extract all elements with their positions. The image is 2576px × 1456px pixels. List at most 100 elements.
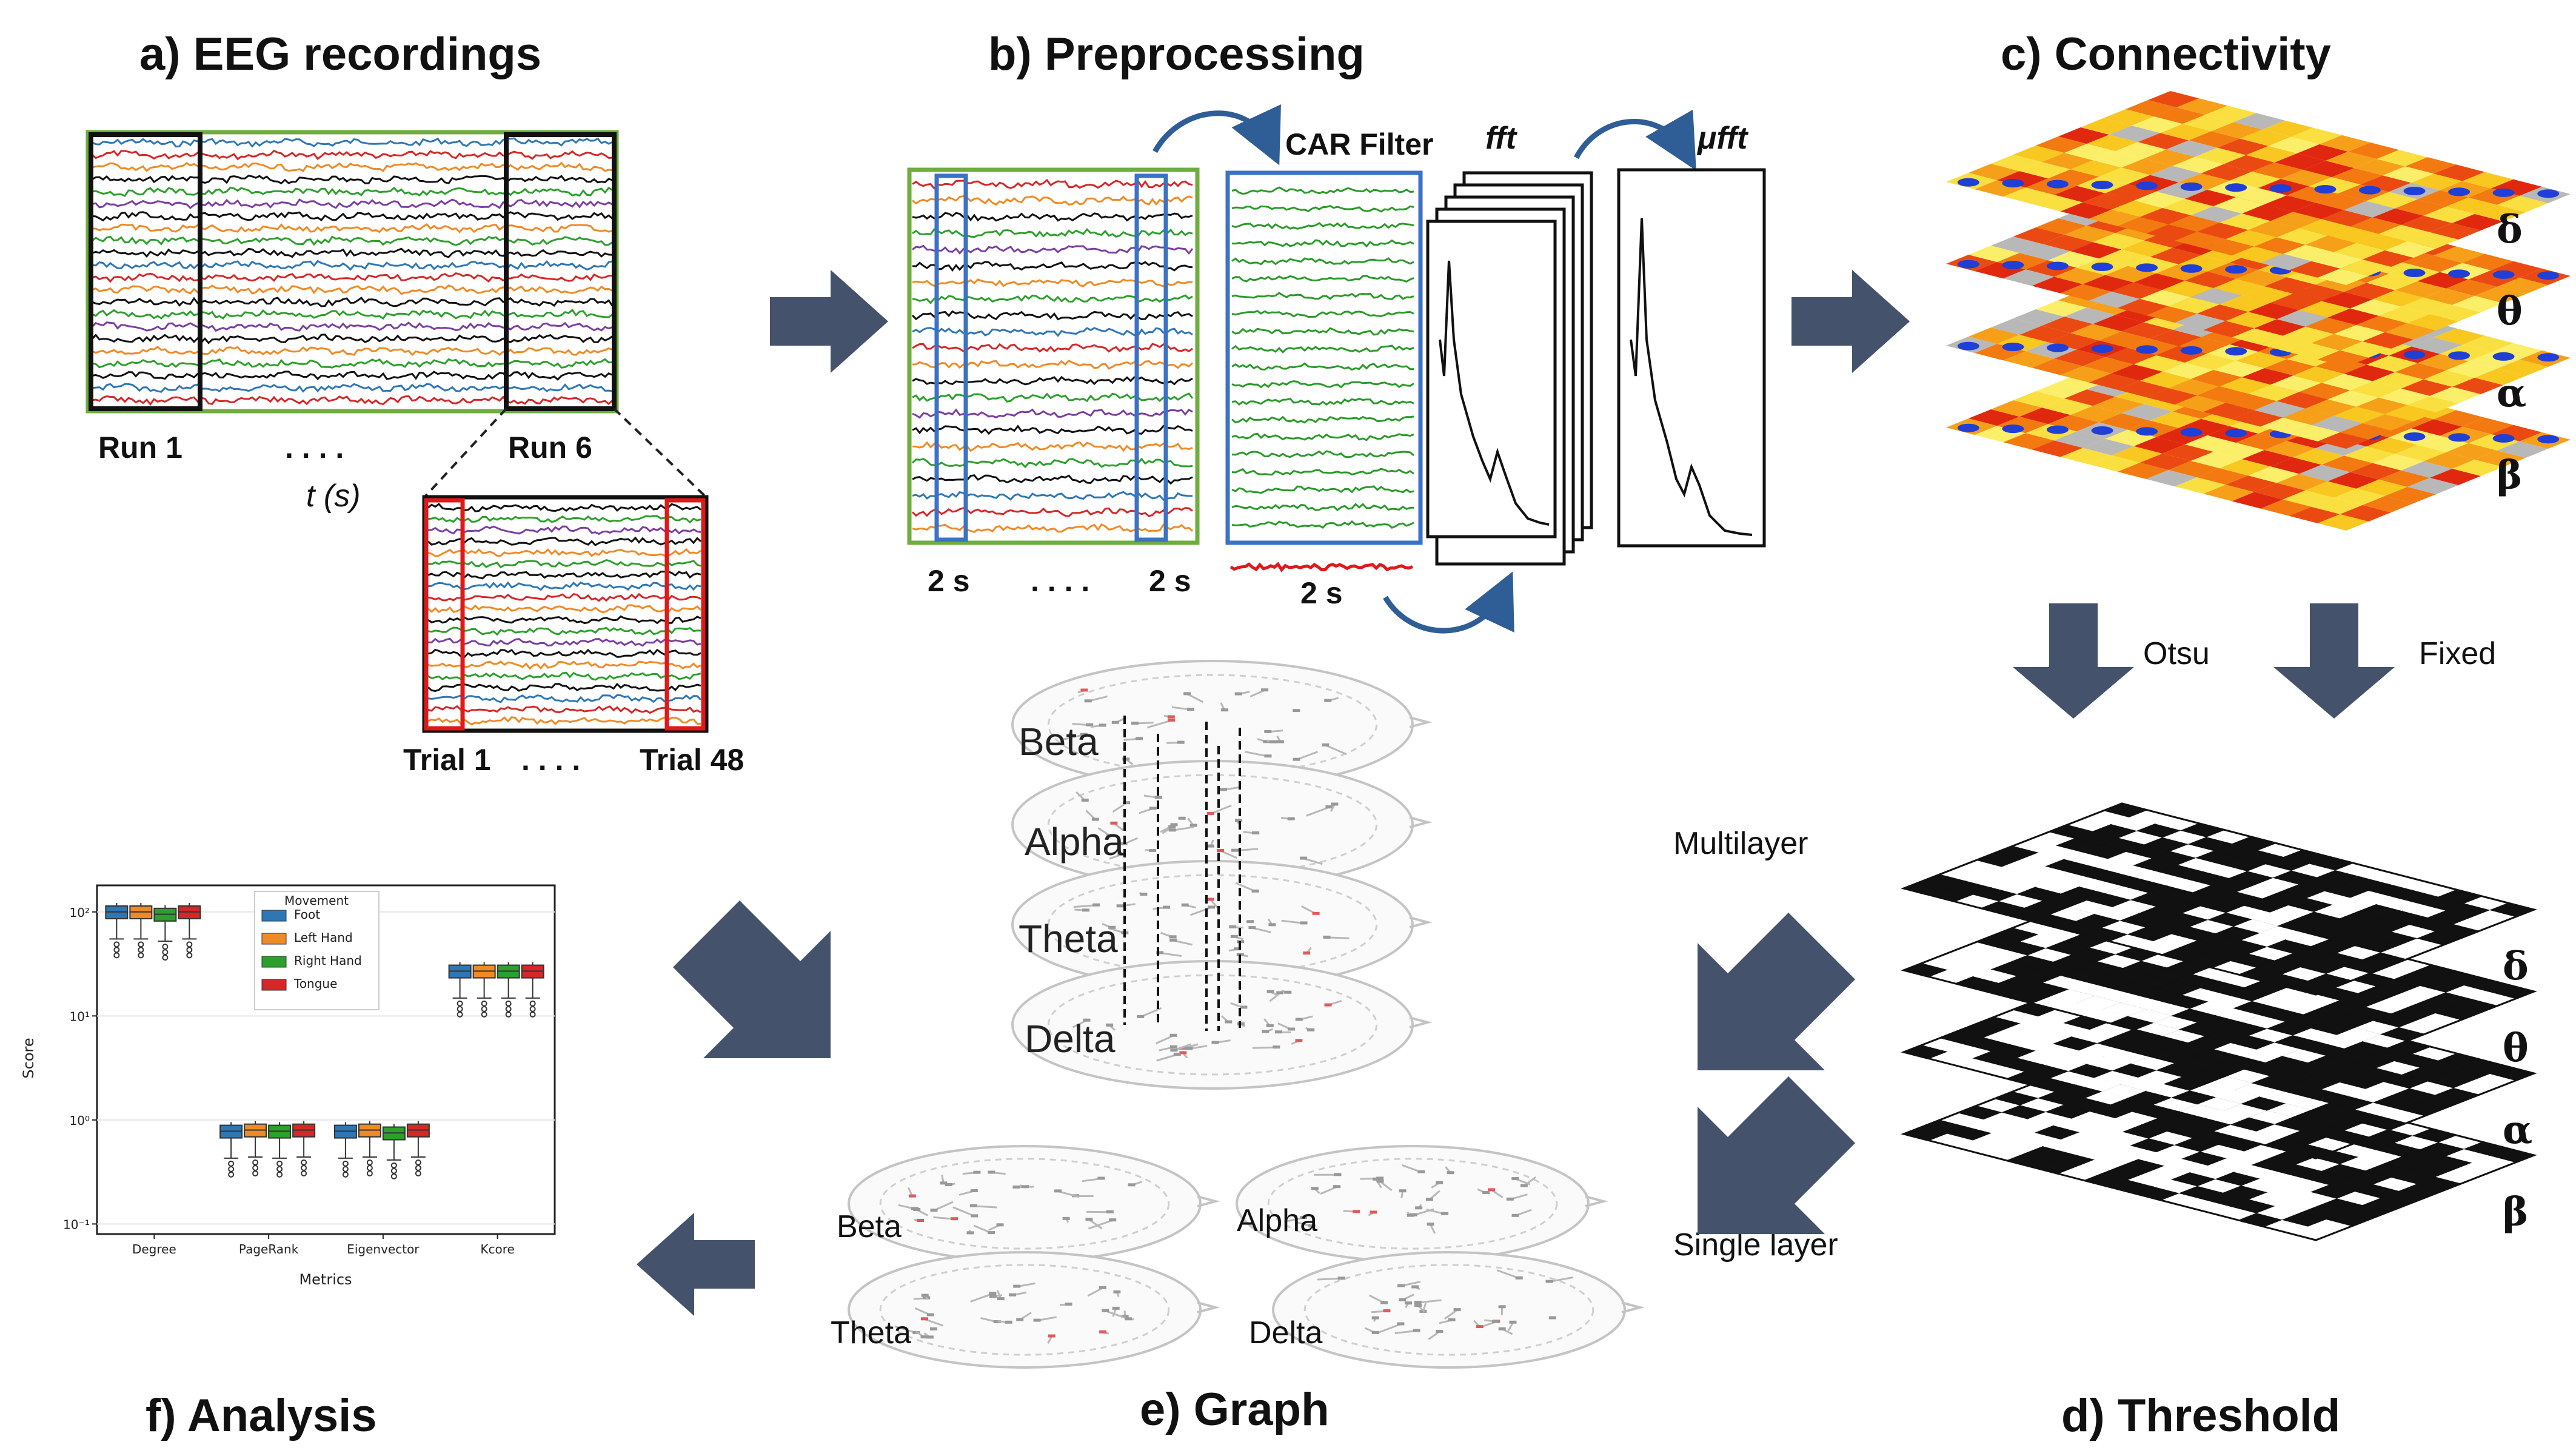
graph-node: [1293, 709, 1300, 713]
conn-cell: [2299, 301, 2350, 318]
conn-cell: [2058, 127, 2110, 144]
conn-cell: [2260, 499, 2312, 516]
graph-node: [1169, 935, 1177, 939]
thresh-cell: [2076, 1078, 2121, 1092]
graph-edge: [1209, 899, 1219, 909]
thresh-cell: [2135, 1022, 2180, 1037]
conn-band-alpha: α: [2497, 371, 2526, 416]
conn-cell: [2423, 206, 2475, 223]
eeg-trace: [912, 327, 1193, 337]
graph-node: [1149, 849, 1157, 852]
graph-node: [1229, 925, 1237, 928]
conn-cell: [2401, 379, 2452, 396]
conn-cell: [2362, 495, 2414, 512]
graph-node: [1091, 817, 1099, 821]
single-band-beta: Beta: [837, 1209, 902, 1244]
thresh-band-alpha: α: [2503, 1107, 2532, 1153]
conn-cell: [2083, 357, 2134, 374]
conn-cell: [2146, 388, 2198, 405]
graph-node: [1179, 1051, 1187, 1055]
outlier: [252, 1170, 259, 1177]
conn-cell: [2378, 224, 2430, 241]
graph-node: [1371, 1316, 1379, 1320]
head-outline: [1272, 1251, 1626, 1369]
graph-node: [1106, 834, 1114, 837]
eeg-trace: [427, 716, 701, 726]
conn-diagonal: [2537, 189, 2560, 198]
conn-band-delta: δ: [2497, 207, 2523, 252]
arrow-otsu-down: [2013, 603, 2134, 719]
thresh-cell: [2260, 1090, 2304, 1104]
graph-node: [1122, 757, 1130, 761]
graph-node: [1183, 692, 1191, 696]
thresh-cell: [2053, 873, 2098, 887]
single-layer-graphs: [848, 1145, 1645, 1369]
graph-edge: [1507, 1322, 1514, 1332]
zoom-line-right: [613, 408, 708, 498]
conn-cell: [2411, 419, 2463, 436]
conn-diagonal: [2002, 261, 2024, 270]
thresh-cell: [2241, 1015, 2286, 1029]
conn-cell: [2148, 91, 2200, 108]
thresh-cell: [2267, 1185, 2312, 1199]
conn-cell: [2407, 232, 2458, 249]
trial-dots: . . . .: [521, 743, 580, 777]
graph-node: [1246, 920, 1254, 924]
thresh-cell: [2234, 1165, 2278, 1179]
graph-node: [917, 1219, 924, 1222]
thresh-cell: [2098, 1118, 2142, 1132]
eeg-trace: [92, 161, 613, 172]
graph-node: [1448, 1318, 1456, 1321]
thresh-cell: [2292, 864, 2336, 877]
thresh-cell: [2190, 1001, 2234, 1016]
eeg-trace: [1231, 503, 1414, 511]
conn-cell: [2497, 359, 2548, 376]
conn-cell: [2305, 235, 2357, 252]
eeg-trace: [92, 247, 613, 258]
car-filtered-traces: [1231, 186, 1414, 529]
conn-cell: [2197, 468, 2249, 485]
thresh-cell: [2193, 967, 2237, 981]
eeg-run-frame: [85, 130, 619, 414]
conn-cell: [2340, 505, 2391, 522]
conn-cell: [2270, 457, 2322, 474]
eeg-trace: [912, 195, 1193, 206]
graph-node: [1276, 991, 1284, 995]
conn-cell: [2317, 432, 2369, 449]
conn-cell: [2160, 124, 2212, 141]
x-axis-label: Metrics: [299, 1271, 352, 1288]
conn-cell: [2283, 244, 2334, 261]
eeg-trace: [1231, 222, 1414, 230]
conn-cell: [2378, 306, 2430, 323]
conn-cell: [2019, 326, 2071, 343]
conn-cell: [2452, 459, 2503, 476]
conn-cell: [2429, 386, 2481, 403]
thresh-cell: [2213, 1042, 2257, 1057]
conn-diagonal: [2403, 269, 2426, 277]
conn-cell: [2070, 242, 2122, 259]
thresh-cell: [1999, 1139, 2043, 1154]
eeg-trace: [912, 523, 1193, 533]
conn-cell: [2139, 289, 2191, 306]
head-nose: [1197, 1195, 1220, 1207]
conn-cell: [2197, 386, 2249, 403]
car-filter-label: CAR Filter: [1285, 127, 1433, 161]
thresh-cell: [2002, 1023, 2046, 1038]
eeg-trace: [427, 515, 701, 524]
conn-diagonal: [2225, 183, 2247, 192]
conn-cell: [2083, 438, 2134, 455]
graph-node: [1370, 1210, 1377, 1214]
conn-cell: [2060, 284, 2112, 301]
legend-label: Tongue: [293, 976, 337, 991]
eeg-trace: [1231, 450, 1414, 458]
graph-node: [1266, 1024, 1274, 1027]
thresh-cell: [2102, 1084, 2146, 1098]
thresh-cell: [2141, 954, 2186, 968]
conn-cell: [2226, 230, 2277, 247]
conn-cell: [2169, 379, 2220, 396]
conn-cell: [2032, 277, 2083, 294]
conn-diagonal: [2448, 433, 2471, 442]
graph-node: [1498, 1305, 1506, 1309]
graph-node: [1303, 951, 1311, 955]
eeg-trace: [91, 334, 613, 344]
